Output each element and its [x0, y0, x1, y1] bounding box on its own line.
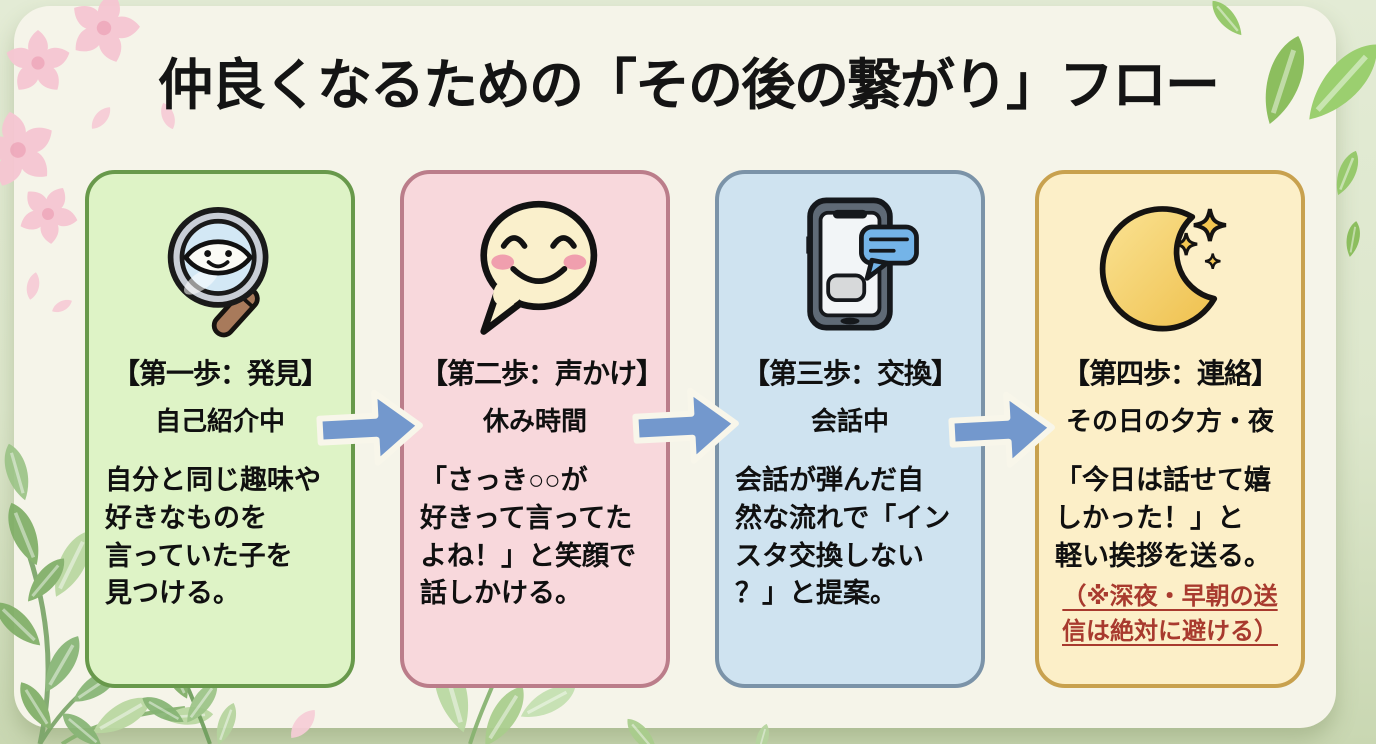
moon-stars-icon [1055, 186, 1285, 344]
step-body: 「今日は話せて嬉 しかった！」と 軽い挨拶を送る。 [1055, 465, 1271, 571]
smiling-speech-bubble-icon [420, 186, 650, 344]
flow-arrow-2 [632, 387, 739, 464]
magnifier-eye-icon [105, 186, 335, 344]
step-timing: 自己紹介中 [154, 406, 285, 436]
step-timing: その日の夕方・夜 [1065, 406, 1274, 436]
step-heading: 【第三歩：交換】 [741, 358, 959, 389]
step-heading: 【第一歩：発見】 [111, 358, 329, 389]
step-body: 自分と同じ趣味や 好きなものを 言っていた子を 見つける。 [105, 465, 321, 609]
flow-arrow-1 [316, 389, 423, 466]
step-card-greeting: 【第二歩：声かけ】 休み時間 「さっき○○が 好きって言ってた よね！」と笑顔で… [400, 170, 670, 688]
step-card-contact: 【第四歩：連絡】 その日の夕方・夜 「今日は話せて嬉 しかった！」と 軽い挨拶を… [1035, 170, 1305, 688]
step-card-exchange: 【第三歩：交換】 会話中 会話が弾んだ自 然な流れで「イン スタ交換しない ？」… [715, 170, 985, 688]
step-body: 会話が弾んだ自 然な流れで「イン スタ交換しない ？」と提案。 [735, 465, 951, 609]
step-body: 「さっき○○が 好きって言ってた よね！」と笑顔で 話しかける。 [420, 465, 636, 609]
step-warning-note: （※深夜・早朝の送 信は絶対に避ける） [1062, 583, 1278, 646]
flow-arrow-3 [948, 391, 1055, 468]
phone-chat-icon [735, 186, 965, 344]
step-heading: 【第二歩：声かけ】 [420, 358, 664, 389]
step-timing: 会話中 [810, 406, 889, 436]
step-card-discovery: 【第一歩：発見】 自己紹介中 自分と同じ趣味や 好きなものを 言っていた子を 見… [85, 170, 355, 688]
step-heading: 【第四歩：連絡】 [1061, 358, 1279, 389]
step-timing: 休み時間 [482, 406, 587, 436]
page-title: 仲良くなるための「その後の繋がり」フロー [157, 54, 1220, 116]
